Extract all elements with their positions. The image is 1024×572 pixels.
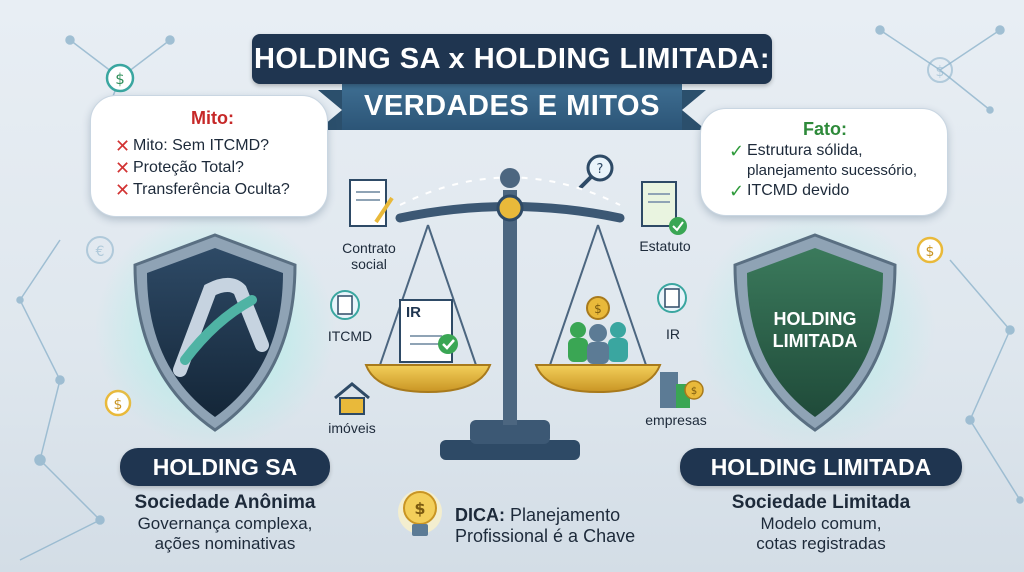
- myth-heading: Mito:: [191, 108, 234, 128]
- x-icon: ✕: [115, 158, 131, 178]
- holding-sa-description: Governança complexa, ações nominativas: [137, 514, 313, 553]
- fact-heading: Fato:: [803, 119, 847, 139]
- svg-text:$: $: [691, 386, 697, 397]
- title-ribbon-right: [682, 90, 706, 130]
- myth-item: ✕ Mito: Sem ITCMD?: [115, 136, 270, 156]
- euro-icon: €: [86, 236, 114, 264]
- svg-text:$: $: [414, 499, 425, 518]
- label-itcmd: ITCMD: [327, 328, 373, 344]
- holding-sa-label: HOLDING SA: [120, 448, 330, 486]
- title-main: HOLDING SA x HOLDING LIMITADA:: [252, 34, 772, 84]
- myth-item: ✕ Transferência Oculta?: [115, 180, 290, 200]
- people-icon: $: [568, 296, 628, 364]
- house-icon: [334, 382, 370, 415]
- shield-limitada-text: HOLDING LIMITADA: [772, 309, 858, 351]
- building-icon: $: [660, 372, 704, 408]
- ir-document-icon: [399, 299, 458, 363]
- magnifier-icon: ?: [578, 154, 614, 190]
- label-empresas: empresas: [645, 412, 707, 428]
- fact-item: ✓ Estrutura sólida,: [729, 141, 863, 161]
- label-imoveis: imóveis: [328, 420, 376, 436]
- contract-icon: [349, 179, 394, 227]
- coin-icon-right-top: $: [927, 57, 953, 83]
- ir-icon: [657, 283, 687, 313]
- label-contrato-social: Contrato social: [342, 240, 396, 272]
- svg-text:$: $: [936, 64, 945, 80]
- svg-text:?: ?: [597, 162, 604, 177]
- shield-limitada-icon: [695, 210, 935, 450]
- svg-text:$: $: [926, 244, 935, 260]
- lightbulb-icon: $: [398, 490, 442, 536]
- tip-text: DICA: Planejamento Profissional é a Chav…: [455, 505, 636, 546]
- myth-item: ✕ Proteção Total?: [115, 158, 244, 178]
- svg-text:$: $: [594, 302, 602, 316]
- coin-icon-right: $: [916, 236, 944, 264]
- network-decoration-left: [16, 35, 175, 561]
- x-icon: ✕: [115, 180, 131, 200]
- tip-prefix: DICA:: [455, 505, 505, 525]
- fact-cloud: Fato: ✓ Estrutura sólida, planejamento s…: [700, 108, 948, 216]
- scale-icon: [364, 168, 662, 460]
- svg-text:$: $: [115, 70, 125, 88]
- myth-cloud: Mito: ✕ Mito: Sem ITCMD? ✕ Proteção Tota…: [90, 95, 328, 217]
- fact-item: planejamento sucessório,: [747, 162, 918, 179]
- fact-item: ✓ ITCMD devido: [729, 181, 850, 201]
- x-icon: ✕: [115, 136, 131, 156]
- svg-text:$: $: [114, 397, 123, 413]
- holding-limitada-subtitle: Sociedade Limitada: [731, 492, 911, 513]
- itcmd-icon: [330, 290, 360, 320]
- label-estatuto: Estatuto: [639, 238, 691, 254]
- coin-icon: $: [105, 63, 135, 93]
- title-subtitle: VERDADES E MITOS: [342, 82, 682, 130]
- shield-sa-icon: [95, 210, 335, 450]
- check-icon: ✓: [729, 181, 745, 201]
- check-icon: ✓: [729, 141, 745, 161]
- holding-sa-subtitle: Sociedade Anônima: [134, 492, 316, 513]
- holding-limitada-description: Modelo comum, cotas registradas: [756, 514, 886, 553]
- holding-limitada-label: HOLDING LIMITADA: [680, 448, 962, 486]
- ir-document-label: IR: [406, 304, 421, 321]
- svg-text:€: €: [96, 244, 105, 260]
- statute-icon: [641, 181, 687, 235]
- label-ir: IR: [666, 326, 680, 342]
